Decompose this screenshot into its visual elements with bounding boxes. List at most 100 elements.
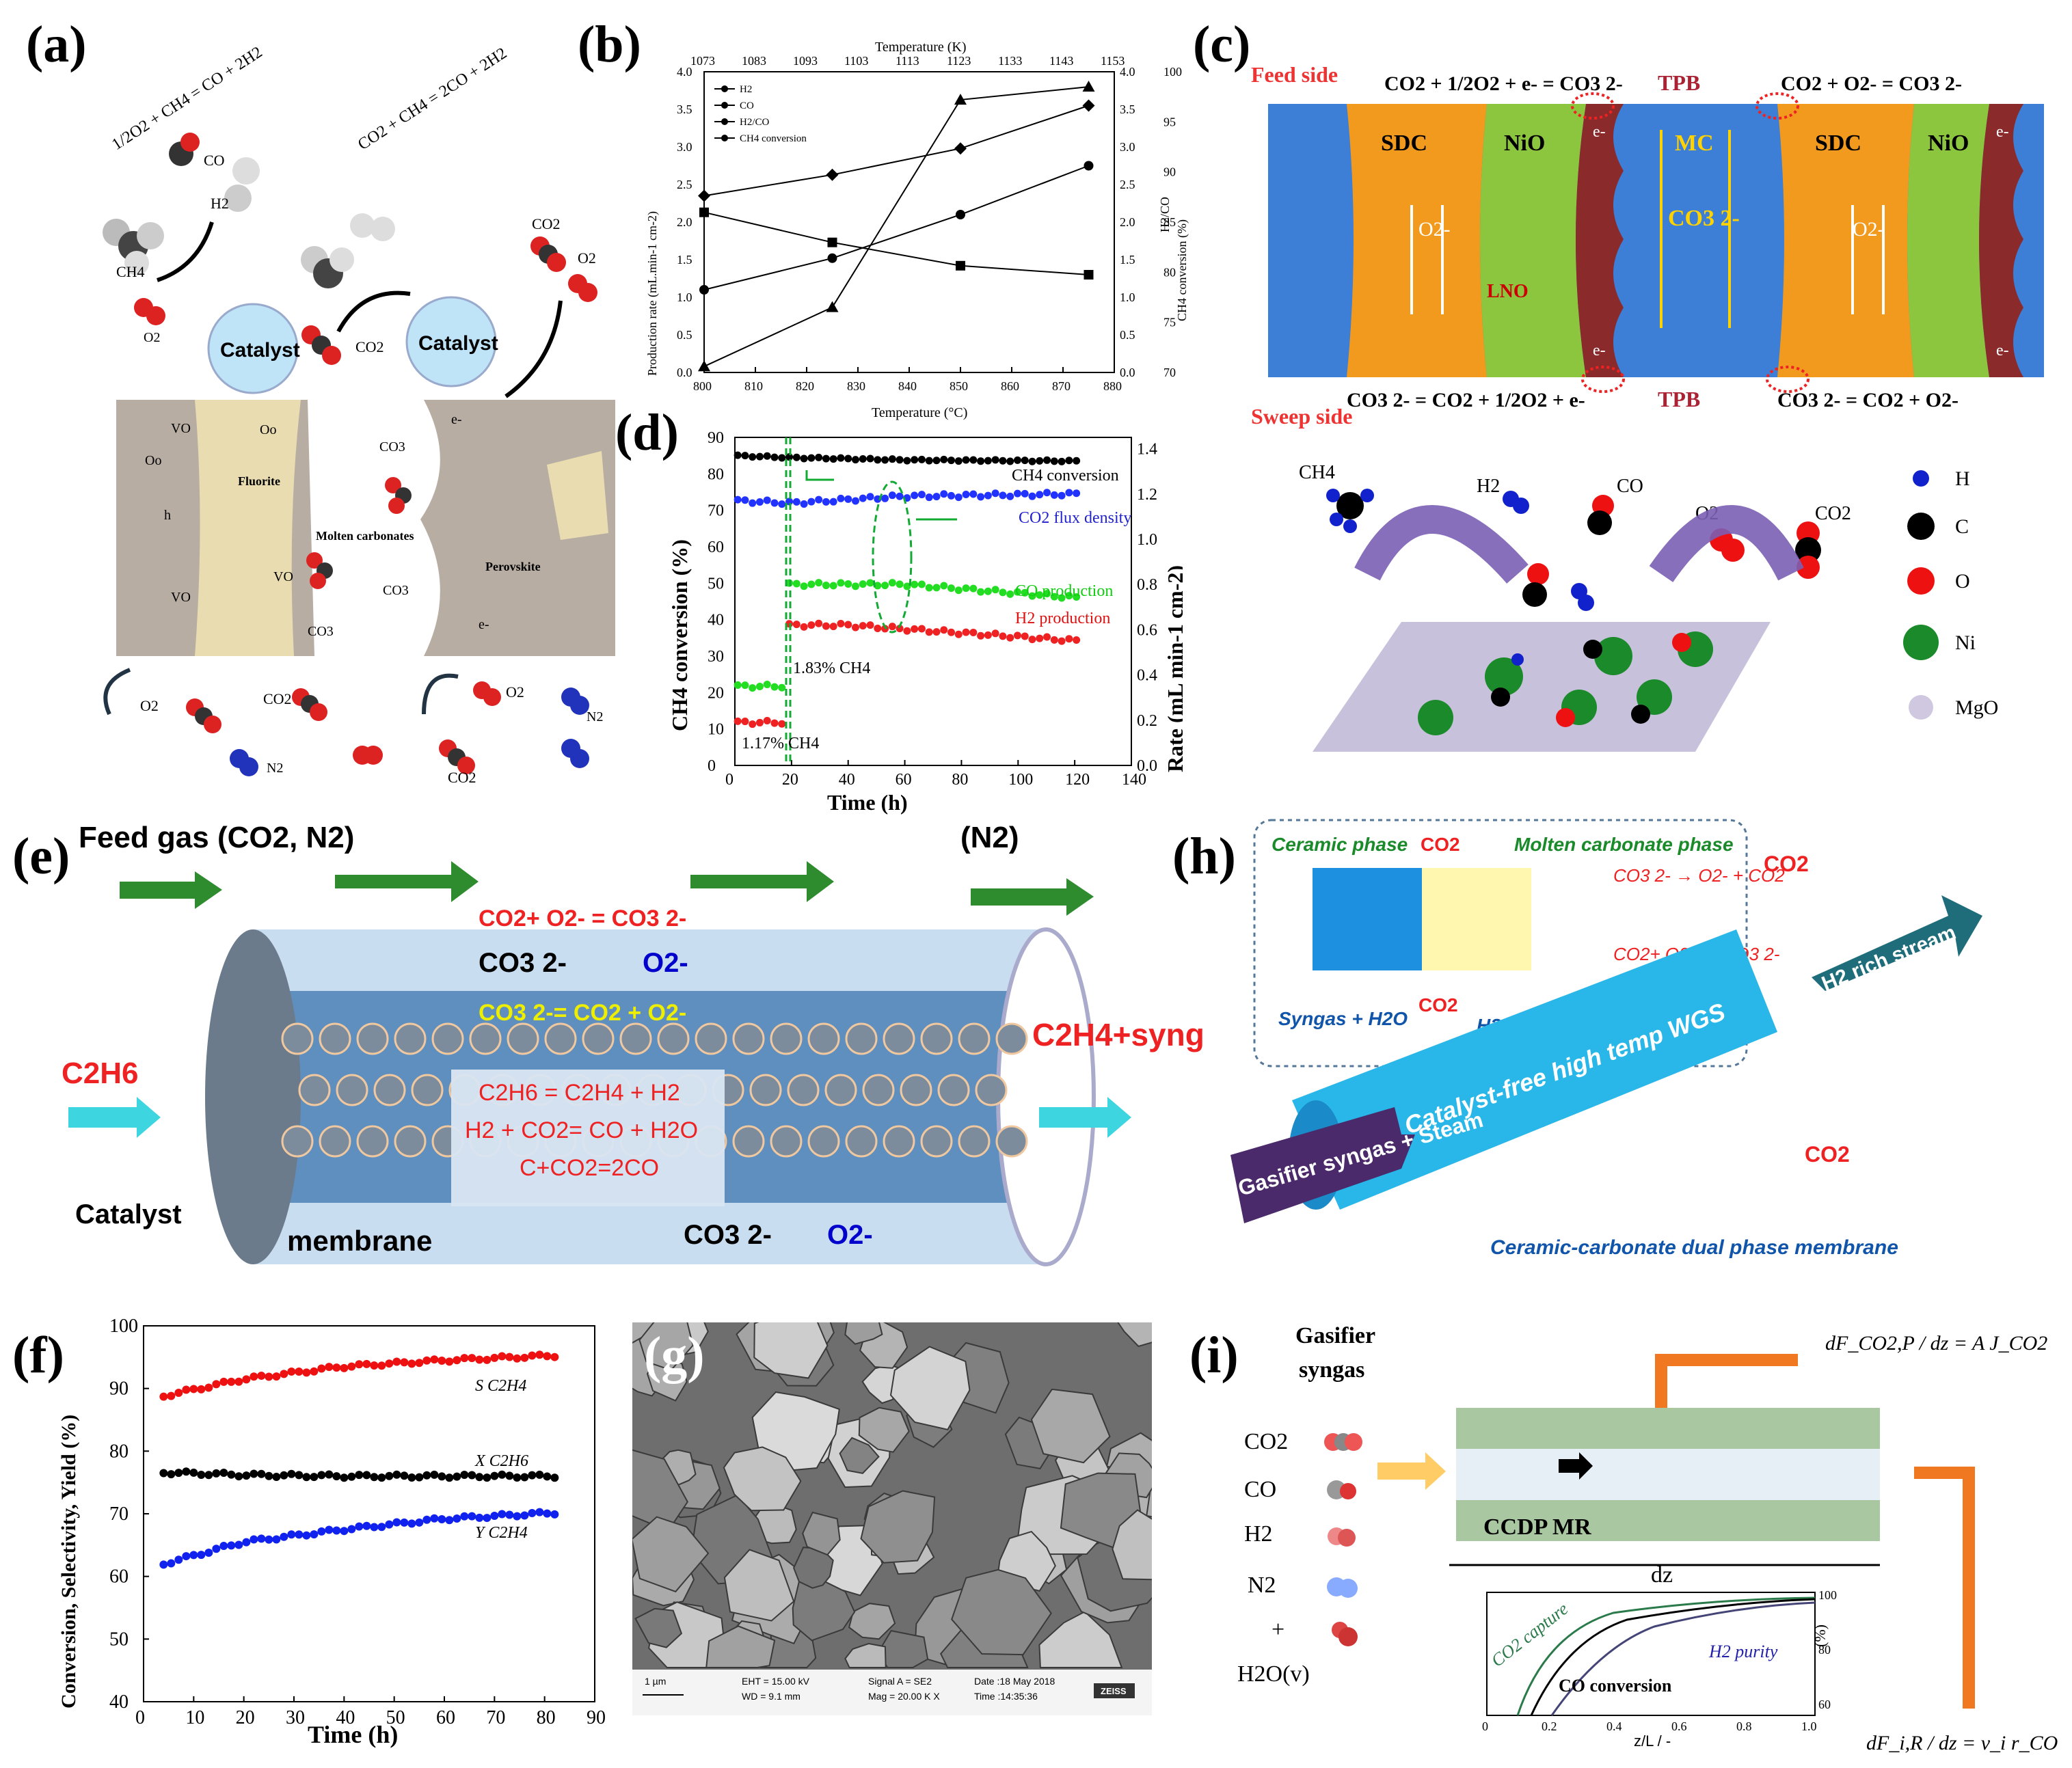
data-point — [896, 625, 904, 633]
sdc-right — [1777, 104, 1914, 377]
data-point — [257, 1534, 266, 1543]
svg-text:C2H6 = C2H4 + H2: C2H6 = C2H4 + H2 — [479, 1080, 680, 1106]
data-point — [490, 1471, 499, 1480]
data-point — [1006, 590, 1014, 598]
data-point — [749, 453, 757, 461]
catalyst-bead — [900, 1074, 932, 1106]
data-point — [954, 457, 963, 465]
data-point — [490, 1353, 499, 1362]
svg-text:O2: O2 — [506, 683, 524, 701]
data-point — [332, 1472, 341, 1481]
data-point — [362, 1359, 371, 1368]
y-tick-label: 70 — [708, 502, 724, 520]
catalyst-bead — [862, 1074, 895, 1106]
y3-tick-label: 85 — [1163, 215, 1176, 229]
data-point — [800, 582, 808, 590]
data-point — [385, 1359, 394, 1368]
legend-c: H C O Ni MgO — [1903, 467, 1998, 720]
data-point — [197, 1385, 206, 1393]
arrow-bottom-right — [422, 673, 459, 715]
data-point — [535, 1350, 544, 1359]
data-point — [370, 1473, 379, 1482]
data-point — [167, 1470, 176, 1479]
data-point — [550, 1352, 559, 1361]
x-axis-title-f: Time (h) — [308, 1721, 398, 1748]
svg-text:z/L / -: z/L / - — [1634, 1732, 1671, 1750]
x2-tick-label: 1113 — [896, 54, 919, 68]
catalyst-bead — [920, 1022, 953, 1055]
svg-text:Catalyst: Catalyst — [220, 339, 300, 362]
x-tick-label: 0 — [725, 771, 734, 789]
feed-side: Feed side — [1251, 62, 1338, 87]
x-tick-label: 80 — [952, 771, 968, 789]
data-point — [355, 1360, 364, 1369]
data-point — [505, 1510, 514, 1519]
data-point — [999, 632, 1007, 640]
data-point — [1065, 635, 1073, 643]
svg-text:CO3 2-: CO3 2- — [479, 948, 567, 978]
data-point — [925, 628, 933, 636]
svg-text:N2: N2 — [587, 709, 603, 724]
catalyst-left: Catalyst — [207, 303, 300, 394]
data-point — [778, 500, 786, 508]
legend-label: CO — [740, 100, 754, 111]
svg-text:Syngas + H2O: Syngas + H2O — [1278, 1008, 1408, 1029]
svg-text:H2: H2 — [1244, 1521, 1273, 1547]
svg-text:O2-: O2- — [1853, 218, 1885, 241]
data-point — [947, 628, 956, 636]
data-point — [317, 1471, 326, 1480]
y2-tick-label: 4.0 — [1120, 65, 1135, 79]
data-point — [1036, 591, 1044, 599]
data-point — [896, 580, 904, 588]
sem-grain — [1030, 1388, 1111, 1464]
data-point — [415, 1473, 424, 1482]
data-point — [851, 623, 859, 631]
data-point — [1021, 588, 1029, 597]
y-tick-label: 0.0 — [677, 366, 692, 379]
catalyst-bead — [975, 1074, 1008, 1106]
y2-tick-label: 3.5 — [1120, 103, 1135, 116]
nio-left — [1480, 104, 1586, 377]
data-point — [859, 580, 867, 588]
catalyst-bead — [356, 1022, 389, 1055]
svg-text:H2 rich stream: H2 rich stream — [1818, 921, 1959, 996]
data-point — [1028, 636, 1036, 644]
data-point — [159, 1392, 168, 1401]
data-point — [490, 1511, 499, 1520]
data-point — [792, 621, 800, 629]
svg-text:CO2: CO2 — [1418, 994, 1458, 1016]
panel-b-chart: Temperature (K) Temperature (°C) Product… — [645, 40, 1189, 420]
data-point — [392, 1470, 401, 1479]
data-point — [385, 1520, 394, 1529]
x-tick-label: 880 — [1103, 379, 1122, 393]
svg-text:Time :14:35:36: Time :14:35:36 — [974, 1691, 1038, 1702]
data-point — [400, 1358, 409, 1367]
data-point — [1084, 161, 1094, 171]
data-point — [317, 1364, 326, 1373]
catalyst-bead — [845, 1125, 878, 1158]
eq-bot-right: CO3 2- = CO2 + O2- — [1777, 389, 1959, 411]
data-point — [400, 1471, 409, 1480]
catalyst-right: Catalyst — [405, 296, 498, 387]
sweep-side: Sweep side — [1251, 404, 1352, 429]
data-point — [265, 1471, 273, 1480]
sdc-left — [1347, 104, 1487, 377]
svg-text:WD = 9.1 mm: WD = 9.1 mm — [742, 1691, 800, 1702]
data-point — [1073, 457, 1081, 465]
data-point — [438, 1515, 446, 1524]
data-point — [174, 1555, 183, 1564]
catalyst-bead — [319, 1022, 351, 1055]
y2-tick-label: 1.5 — [1120, 253, 1135, 267]
y-tick-label: 0 — [708, 757, 716, 775]
catalyst-bead — [469, 1022, 502, 1055]
legend-h2-prod: H2 production — [1015, 610, 1110, 627]
data-point — [829, 582, 837, 590]
svg-text:VO: VO — [273, 569, 293, 584]
data-point — [422, 1515, 431, 1524]
molecule-h2 — [224, 157, 260, 212]
data-point — [954, 142, 967, 155]
y-tick-label: 30 — [708, 648, 724, 666]
y-tick-label: 1.0 — [677, 290, 692, 304]
svg-text:CO2: CO2 — [1805, 1142, 1850, 1167]
svg-text:e-: e- — [1996, 342, 2009, 359]
